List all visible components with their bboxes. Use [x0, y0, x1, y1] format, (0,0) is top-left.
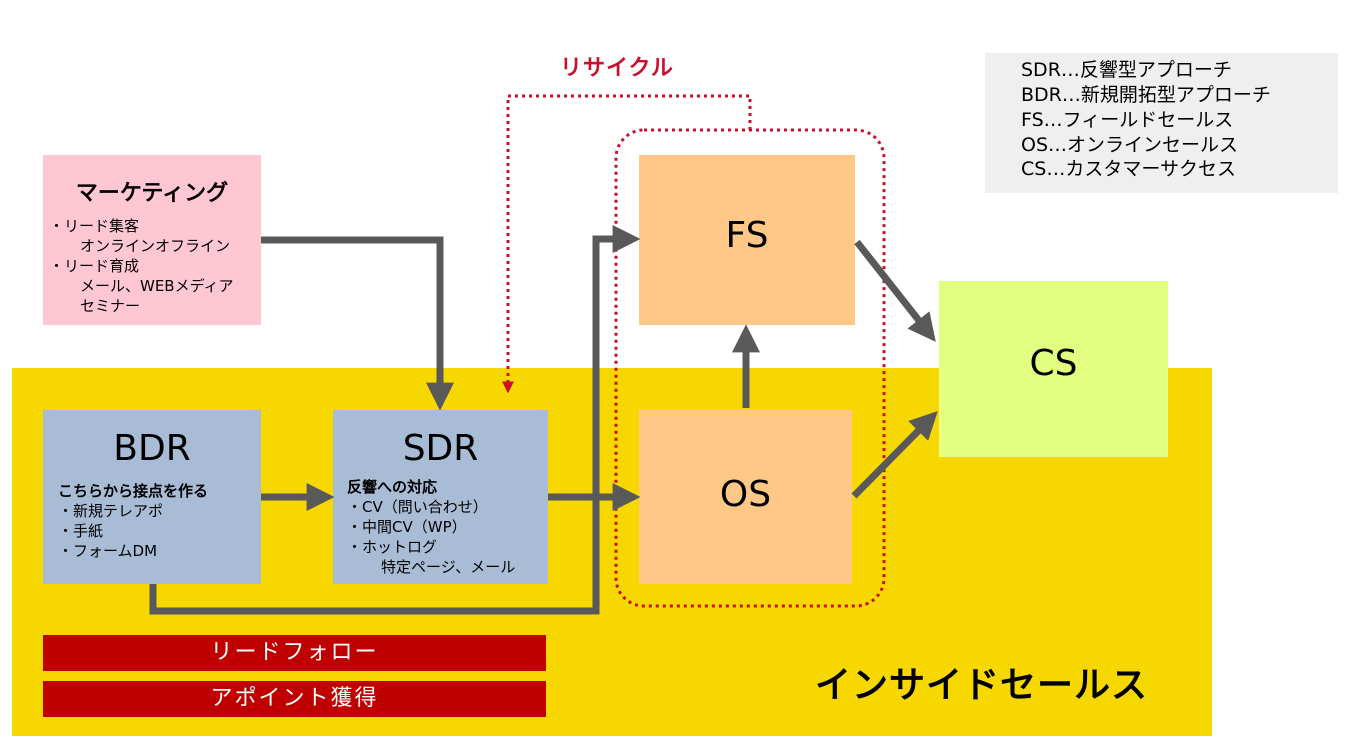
fs-title: FS — [725, 215, 769, 256]
bdr-item: ・フォームDM — [58, 542, 158, 560]
legend-item-cs: CS…カスタマーサクセス — [1021, 158, 1236, 180]
bdr-item: ・手紙 — [58, 522, 104, 540]
legend: SDR…反響型アプローチ BDR…新規開拓型アプローチ FS…フィールドセールス… — [985, 53, 1338, 193]
legend-item-sdr: SDR…反響型アプローチ — [1021, 59, 1232, 81]
bdr-node: BDR こちらから接点を作る ・新規テレアポ ・手紙 ・フォームDM — [43, 410, 261, 584]
lead-follow-bar: リードフォロー — [43, 635, 546, 671]
recycle-arrow — [502, 94, 752, 394]
inside-sales-label: インサイドセールス — [815, 665, 1149, 706]
fs-node: FS — [639, 155, 855, 325]
marketing-line: ・リード育成 — [49, 257, 140, 275]
legend-item-bdr: BDR…新規開拓型アプローチ — [1021, 84, 1271, 106]
bdr-title: BDR — [113, 428, 191, 469]
sdr-node: SDR 反響への対応 ・CV（問い合わせ） ・中間CV（WP） ・ホットログ 特… — [333, 410, 548, 584]
marketing-title: マーケティング — [75, 181, 229, 206]
recycle-group-outline — [614, 128, 886, 608]
marketing-line: メール、WEBメディア — [80, 277, 234, 295]
os-title: OS — [719, 474, 772, 515]
legend-item-os: OS…オンラインセールス — [1021, 134, 1239, 156]
sdr-title: SDR — [402, 428, 479, 469]
sdr-item: ・ホットログ — [347, 538, 438, 556]
marketing-line: オンラインオフライン — [80, 237, 231, 255]
os-node: OS — [639, 410, 852, 584]
legend-item-fs: FS…フィールドセールス — [1021, 109, 1234, 131]
bdr-item: ・新規テレアポ — [58, 502, 164, 520]
arrow-bdr-to-fs — [149, 225, 641, 615]
marketing-line: セミナー — [80, 297, 141, 315]
marketing-node: マーケティング ・リード集客 オンラインオフライン ・リード育成 メール、WEB… — [43, 155, 261, 325]
recycle-label: リサイクル — [560, 56, 674, 81]
appointment-bar: アポイント獲得 — [43, 681, 546, 717]
marketing-line: ・リード集客 — [49, 217, 140, 235]
sdr-item: ・CV（問い合わせ） — [347, 498, 488, 516]
cs-node: CS — [939, 281, 1168, 457]
arrow-os-to-cs — [851, 411, 938, 499]
bdr-subtitle: こちらから接点を作る — [58, 482, 209, 500]
sdr-item: ・中間CV（WP） — [347, 518, 467, 536]
sdr-item: 特定ページ、メール — [381, 558, 516, 576]
arrow-marketing-to-sdr — [261, 236, 454, 411]
sdr-subtitle: 反響への対応 — [347, 478, 438, 496]
arrow-fs-to-cs — [854, 239, 936, 342]
cs-title: CS — [1029, 343, 1078, 384]
